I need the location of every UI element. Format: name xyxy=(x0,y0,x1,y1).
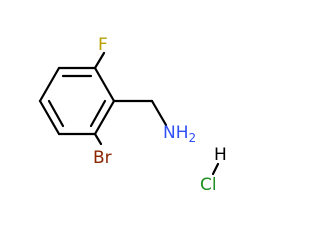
bonds xyxy=(38,51,220,176)
ring-bond xyxy=(93,99,116,136)
ring-bond xyxy=(38,99,61,136)
amine-subscript: 2 xyxy=(189,131,197,145)
hydrogen-label: H xyxy=(214,145,227,165)
h-cl-bond xyxy=(211,162,220,176)
chlorine-label: Cl xyxy=(200,175,217,195)
c-f-bond xyxy=(93,51,106,70)
c-br-bond xyxy=(93,132,103,146)
ring-bond xyxy=(38,66,61,103)
amine-label: NH2 xyxy=(163,123,196,145)
ch2-n-bond xyxy=(150,99,168,127)
molecule-drawing: F Br NH2 H Cl xyxy=(38,35,227,195)
ring-bond xyxy=(93,66,116,103)
bromine-label: Br xyxy=(93,148,112,168)
ring-double-bond xyxy=(89,99,107,128)
amine-symbol: NH xyxy=(163,123,189,143)
ring-double-bond xyxy=(47,99,65,128)
fluorine-label: F xyxy=(98,35,108,55)
structure-canvas: F Br NH2 H Cl xyxy=(38,35,227,195)
